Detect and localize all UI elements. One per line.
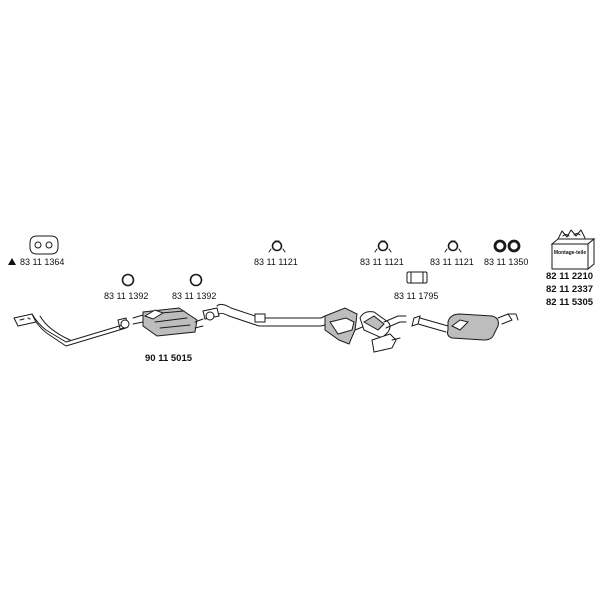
flange-connector-icon bbox=[202, 307, 220, 321]
part-number-kit-1: 82 11 2210 bbox=[546, 271, 593, 282]
kit-box-label: Montage-teile bbox=[554, 250, 586, 256]
tail-pipe-icon bbox=[411, 315, 449, 333]
part-number-catalyst: 90 11 5015 bbox=[145, 353, 193, 364]
clamp-icon bbox=[444, 240, 462, 253]
part-number-clamp-1: 83 11 1121 bbox=[254, 257, 298, 267]
mounting-kit-box-icon: Montage-teile bbox=[550, 229, 596, 271]
ring-gasket-icon bbox=[189, 273, 203, 287]
catalytic-converter-icon bbox=[132, 307, 204, 337]
clamp-icon bbox=[268, 240, 286, 253]
middle-pipe-icon bbox=[216, 303, 326, 327]
part-number-clamp-2: 83 11 1121 bbox=[360, 257, 404, 267]
warning-triangle-icon bbox=[8, 258, 16, 265]
part-number-sleeve: 83 11 1795 bbox=[394, 291, 438, 301]
part-number-ring-2: 83 11 1392 bbox=[172, 291, 216, 301]
middle-silencer-icon bbox=[324, 307, 366, 345]
front-pipe-icon bbox=[13, 313, 130, 347]
part-number-ring-1: 83 11 1392 bbox=[104, 291, 148, 301]
ring-pair-icon bbox=[493, 239, 521, 253]
clamp-icon bbox=[374, 240, 392, 253]
part-number-gasket: 83 11 1364 bbox=[20, 257, 64, 267]
sleeve-connector-icon bbox=[406, 271, 428, 284]
flange-gasket-icon bbox=[29, 235, 59, 255]
rear-twin-silencer-icon bbox=[359, 311, 407, 353]
part-number-kit-3: 82 11 5305 bbox=[546, 297, 594, 308]
part-number-clamp-3: 83 11 1121 bbox=[430, 257, 474, 267]
part-number-kit-2: 82 11 2337 bbox=[546, 284, 593, 295]
rear-silencer-icon bbox=[447, 313, 519, 341]
part-number-rings-pair: 83 11 1350 bbox=[484, 257, 528, 267]
ring-gasket-icon bbox=[121, 273, 135, 287]
